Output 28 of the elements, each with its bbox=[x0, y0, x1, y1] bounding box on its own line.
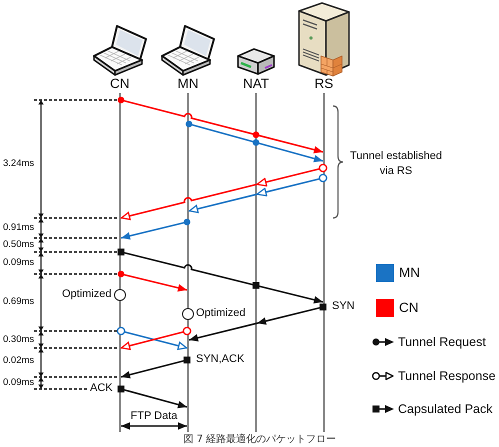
dimension-label: 3.24ms bbox=[3, 158, 34, 170]
participant-label: CN bbox=[110, 77, 130, 91]
lifeline bbox=[255, 93, 257, 432]
dimension-label: 0.09ms bbox=[3, 377, 34, 389]
legend-label: CN bbox=[399, 300, 418, 316]
legend-label: Tunnel Response bbox=[398, 368, 496, 384]
participant-label: RS bbox=[314, 77, 334, 91]
dimension-label: 0.30ms bbox=[3, 334, 34, 346]
legend-label: Capsulated Pack bbox=[398, 401, 493, 417]
legend-label: Tunnel Request bbox=[398, 334, 486, 350]
dimension-label: 0.69ms bbox=[3, 296, 34, 308]
lifeline bbox=[323, 93, 325, 432]
edge-label: SYN,ACK bbox=[195, 353, 246, 366]
figure-caption: 図 7 経路最適化のパケットフロー bbox=[184, 434, 336, 446]
dimension-label: 0.09ms bbox=[3, 257, 34, 269]
dimension-label: 0.02ms bbox=[3, 355, 34, 367]
state-circle bbox=[182, 308, 194, 320]
dimension-label: 0.91ms bbox=[3, 222, 34, 234]
participant-label: MN bbox=[178, 77, 198, 91]
circle-caption: Optimized bbox=[196, 307, 246, 320]
lifeline bbox=[119, 93, 121, 432]
dimension-label: 0.50ms bbox=[3, 239, 34, 251]
annotation-text: Tunnel established via RS bbox=[349, 149, 443, 179]
legend-label: MN bbox=[399, 265, 420, 281]
circle-caption: Optimized bbox=[62, 288, 112, 301]
lifeline bbox=[187, 93, 189, 432]
state-circle bbox=[114, 289, 126, 301]
participant-label: NAT bbox=[243, 77, 269, 91]
